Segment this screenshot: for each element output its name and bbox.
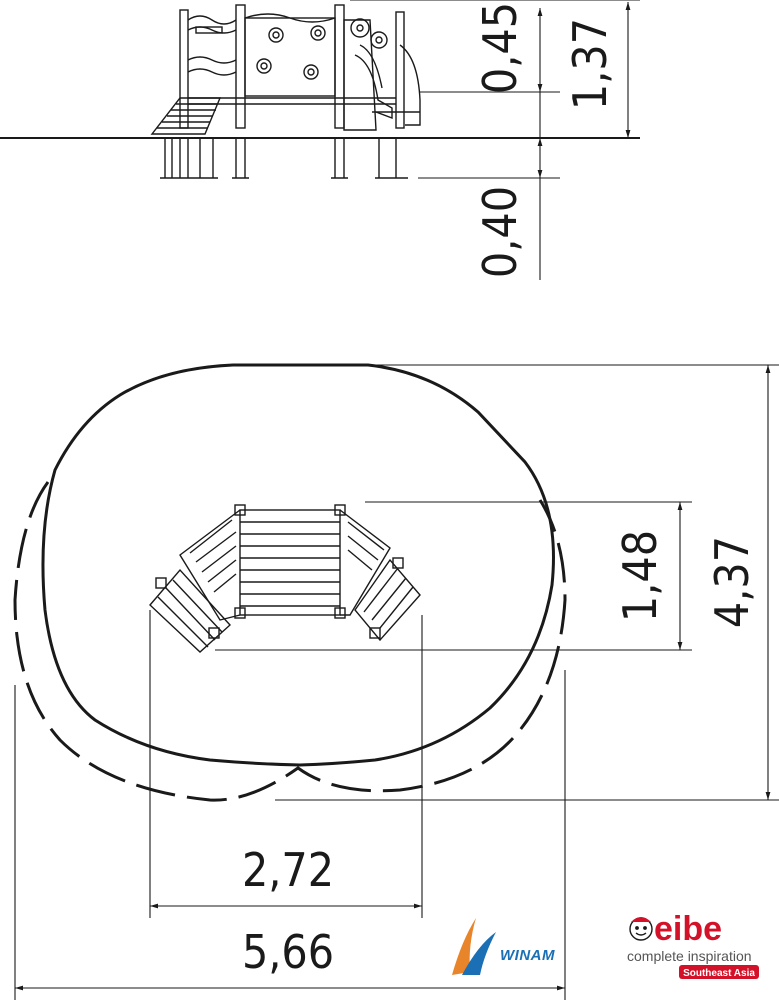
safety-area-outline <box>41 363 555 767</box>
eibe-face-icon <box>629 917 653 941</box>
dim-area-depth: 4,37 <box>705 536 759 628</box>
winam-logo: WINAM <box>452 918 555 975</box>
dim-equipment-width: 2,72 <box>242 843 334 897</box>
equipment-footprint <box>149 504 421 653</box>
side-view <box>0 4 640 179</box>
dim-equipment-depth: 1,48 <box>613 530 667 622</box>
eibe-wordmark: eibe <box>654 910 722 948</box>
eibe-tagline: complete inspiration <box>627 948 752 964</box>
winam-wordmark: WINAM <box>500 947 555 964</box>
dim-area-width: 5,66 <box>242 925 334 979</box>
eibe-region-badge <box>679 965 759 979</box>
eibe-region-label: Southeast Asia <box>683 968 755 979</box>
dim-foundation-depth: 0,40 <box>473 186 527 278</box>
plan-view <box>13 363 567 802</box>
plan-view-dimensions <box>14 364 779 1000</box>
winam-figure-icon <box>452 918 476 975</box>
dim-total-height: 1,37 <box>563 18 617 110</box>
fall-zone-outline <box>13 481 567 802</box>
eibe-logo: eibe complete inspiration Southeast Asia <box>627 910 759 979</box>
dim-platform-height: 0,45 <box>473 2 527 94</box>
side-view-dimensions <box>350 0 640 280</box>
